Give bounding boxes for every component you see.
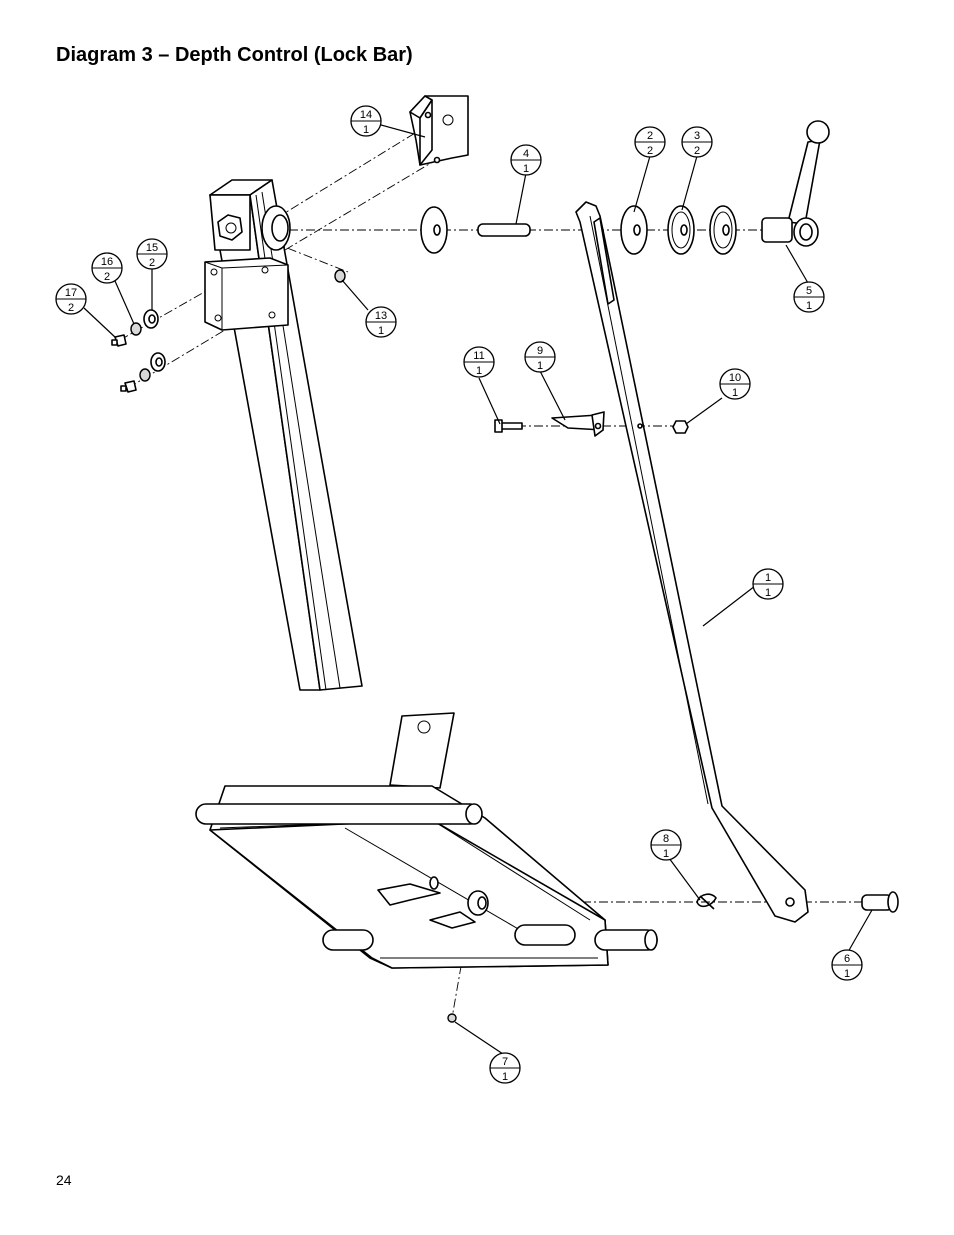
callout-item-number: 13 xyxy=(375,310,387,322)
locking-handle xyxy=(761,120,830,247)
callout-item-number: 8 xyxy=(663,833,669,845)
callout-item-16: 16 2 xyxy=(91,252,123,284)
callout-quantity: 2 xyxy=(149,257,155,269)
callout-item-6: 6 1 xyxy=(831,949,863,981)
leader-lines xyxy=(83,124,873,1055)
callout-item-11: 10 1 xyxy=(719,368,751,400)
callout-item-4: 4 1 xyxy=(510,144,542,176)
callout-item-number: 9 xyxy=(537,345,543,357)
page-title: Diagram 3 – Depth Control (Lock Bar) xyxy=(56,44,413,66)
callout-item-2: 2 2 xyxy=(634,126,666,158)
callout-item-10: 11 1 xyxy=(463,346,495,378)
callout-item-9: 9 1 xyxy=(524,341,556,373)
callout-quantity: 1 xyxy=(732,387,738,399)
callout-item-number: 15 xyxy=(146,242,158,254)
callout-item-17: 17 2 xyxy=(55,283,87,315)
bolt-bracket-nut xyxy=(494,411,689,437)
base-plate-assembly xyxy=(195,712,658,969)
callout-item-number: 17 xyxy=(65,287,77,299)
callout-quantity: 1 xyxy=(363,124,369,136)
callout-quantity: 1 xyxy=(765,587,771,599)
bracket-item-14 xyxy=(409,95,469,166)
callout-item-8: 8 1 xyxy=(650,829,682,861)
callout-item-1: 1 1 xyxy=(752,568,784,600)
callout-item-number: 6 xyxy=(844,953,850,965)
callout-quantity: 2 xyxy=(694,145,700,157)
callout-quantity: 1 xyxy=(663,848,669,860)
callout-quantity: 1 xyxy=(806,300,812,312)
callout-quantity: 2 xyxy=(647,145,653,157)
callout-quantity: 1 xyxy=(844,968,850,980)
callout-item-7: 7 1 xyxy=(489,1052,521,1084)
callout-item-number: 11 xyxy=(473,350,484,362)
callout-item-number: 5 xyxy=(806,285,812,297)
callout-item-number: 7 xyxy=(502,1056,508,1068)
callout-quantity: 1 xyxy=(476,365,482,377)
callout-item-14: 14 1 xyxy=(350,105,382,137)
page-number: 24 xyxy=(56,1172,72,1188)
callout-quantity: 1 xyxy=(502,1071,508,1083)
pin-fasteners xyxy=(447,891,899,1023)
callout-item-number: 16 xyxy=(101,256,113,268)
callout-quantity: 2 xyxy=(104,271,110,283)
left-fasteners xyxy=(111,269,346,393)
upright-tube xyxy=(204,179,363,691)
callout-quantity: 1 xyxy=(537,360,543,372)
callout-item-number: 3 xyxy=(694,130,700,142)
callout-item-5: 5 1 xyxy=(793,281,825,313)
callout-item-13: 13 1 xyxy=(365,306,397,338)
lock-bar xyxy=(575,201,809,923)
callout-item-number: 10 xyxy=(729,372,741,384)
callout-item-number: 2 xyxy=(647,130,653,142)
callout-item-number: 14 xyxy=(360,109,372,121)
callout-item-number: 4 xyxy=(523,148,529,160)
callout-item-15: 15 2 xyxy=(136,238,168,270)
callout-quantity: 2 xyxy=(68,302,74,314)
callout-quantity: 1 xyxy=(378,325,384,337)
spacers-washers xyxy=(420,205,737,255)
callout-quantity: 1 xyxy=(523,163,529,175)
callout-item-3: 3 2 xyxy=(681,126,713,158)
callout-item-number: 1 xyxy=(765,572,771,584)
